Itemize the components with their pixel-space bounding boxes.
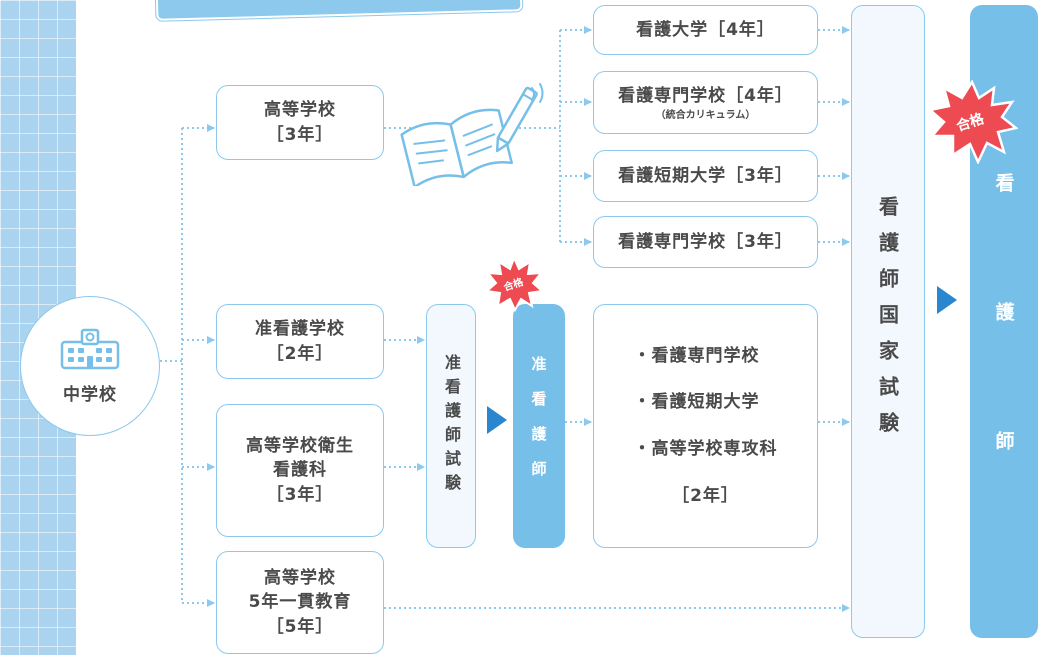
- school-nursing-vocational-4yr: 看護専門学校［4年］ （統合カリキュラム）: [593, 71, 818, 134]
- school-nursing-vocational-4yr-sub: （統合カリキュラム）: [655, 109, 756, 121]
- further-study-options: ・看護専門学校 ・看護短期大学 ・高等学校専攻科 ［2年］: [593, 304, 818, 548]
- starburst-badge-icon: [484, 255, 545, 313]
- route-high-school: 高等学校 ［3年］: [216, 85, 384, 160]
- route-hs-health-nursing-line1: 高等学校衛生: [246, 435, 354, 456]
- start-node-junior-high: 中学校: [20, 296, 160, 436]
- arrow-to-assoc-nurse: [487, 406, 507, 434]
- route-hs-health-nursing: 高等学校衛生 看護科 ［3年］: [216, 404, 384, 537]
- school-building-icon: [60, 328, 120, 369]
- school-nursing-vocational-3yr-label: 看護専門学校［3年］: [618, 231, 793, 252]
- pass-badge-large: 合格: [926, 79, 1019, 165]
- school-nursing-university-label: 看護大学［4年］: [636, 19, 775, 40]
- assoc-nurse-exam-label: 准看護師試験: [442, 354, 461, 498]
- school-nursing-vocational-3yr: 看護専門学校［3年］: [593, 216, 818, 268]
- route-assoc-nursing-school: 准看護学校 ［2年］: [216, 304, 384, 379]
- further-study-item-1: ・看護専門学校: [633, 345, 760, 366]
- school-nursing-junior-college-label: 看護短期大学［3年］: [618, 165, 793, 186]
- route-assoc-nursing-school-years: ［2年］: [266, 343, 334, 364]
- route-hs-5year-years: ［5年］: [266, 616, 334, 637]
- nurse-result-label: 看護師: [992, 173, 1015, 560]
- national-nursing-exam: 看護師国家試験: [851, 5, 925, 638]
- route-high-school-years: ［3年］: [266, 124, 334, 145]
- route-hs-5year-line1: 高等学校: [264, 567, 336, 588]
- route-assoc-nursing-school-name: 准看護学校: [255, 318, 345, 339]
- start-label: 中学校: [63, 384, 117, 405]
- arrow-to-nurse: [937, 286, 957, 314]
- further-study-item-2: ・看護短期大学: [633, 392, 760, 413]
- assoc-nurse-label: 准看護師: [529, 356, 548, 496]
- assoc-nurse: 准看護師: [513, 304, 565, 548]
- starburst-badge-icon: [927, 79, 1019, 165]
- assoc-nurse-exam: 准看護師試験: [426, 304, 476, 548]
- school-nursing-junior-college: 看護短期大学［3年］: [593, 150, 818, 202]
- route-high-school-name: 高等学校: [264, 99, 336, 120]
- national-nursing-exam-label: 看護師国家試験: [875, 195, 900, 448]
- open-book-and-pencil-icon: [400, 83, 544, 186]
- school-nursing-university: 看護大学［4年］: [593, 5, 818, 55]
- further-study-years: ［2年］: [672, 485, 739, 506]
- route-hs-health-nursing-line2: 看護科: [273, 460, 327, 481]
- route-hs-5year: 高等学校 5年一貫教育 ［5年］: [216, 551, 384, 654]
- pass-badge-small: 合格: [484, 255, 545, 313]
- further-study-list: ・看護専門学校 ・看護短期大学 ・高等学校専攻科 ［2年］: [634, 344, 778, 509]
- further-study-item-3: ・高等学校専攻科: [633, 439, 778, 459]
- school-nursing-vocational-4yr-label: 看護専門学校［4年］: [618, 86, 793, 107]
- route-hs-health-nursing-years: ［3年］: [266, 484, 334, 505]
- route-hs-5year-line2: 5年一貫教育: [248, 592, 352, 613]
